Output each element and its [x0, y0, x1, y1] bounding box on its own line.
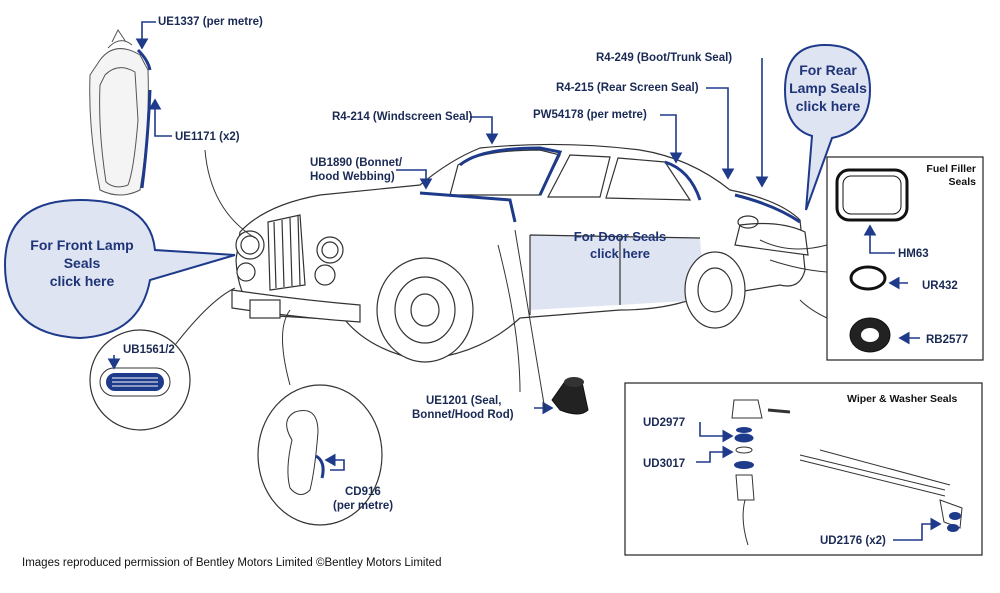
fuel-filler-title: Fuel Filler Seals — [920, 163, 976, 189]
front-lamp-link[interactable]: For Front Lamp Seals click here — [12, 236, 152, 290]
label-ue1201-line2: Bonnet/Hood Rod) — [412, 409, 514, 421]
label-cd916-line2: (per metre) — [333, 500, 394, 512]
front-lamp-link-line2[interactable]: Seals — [63, 255, 101, 271]
label-rb2577: RB2577 — [926, 334, 969, 346]
bonnet-webbing — [419, 191, 517, 223]
door-seals-link[interactable]: For Door Seals click here — [560, 228, 680, 262]
label-cd916-line1: CD916 — [345, 486, 381, 498]
label-ue1201-line1: UE1201 (Seal, — [426, 395, 502, 407]
rear-lamp-link[interactable]: For Rear Lamp Seals click here — [788, 61, 868, 115]
door-seals-link-line2[interactable]: click here — [590, 246, 650, 261]
label-hm63: HM63 — [898, 248, 929, 260]
leader-lines — [107, 21, 942, 541]
connector-lines — [204, 149, 828, 411]
wiper-parts — [731, 399, 963, 546]
front-lamp-bubble[interactable] — [3, 198, 236, 340]
front-lamp-link-line3[interactable]: click here — [49, 273, 115, 289]
label-r4-214: R4-214 (Windscreen Seal) — [332, 111, 473, 123]
rear-lamp-link-line2[interactable]: Lamp Seals — [789, 80, 867, 96]
label-ub1561: UB1561/2 — [123, 344, 175, 356]
label-ub1890-line2: Hood Webbing) — [310, 171, 395, 183]
rear-lamp-bubble[interactable] — [783, 43, 872, 211]
label-ue1337: UE1337 (per metre) — [158, 16, 263, 28]
car-seals — [419, 146, 801, 224]
rear-lamp-link-line3[interactable]: click here — [795, 98, 861, 114]
label-ue1171: UE1171 (x2) — [175, 131, 240, 143]
label-ur432: UR432 — [922, 280, 958, 292]
label-ud2977: UD2977 — [643, 417, 686, 429]
radiator-shell-illustration — [89, 29, 149, 196]
wiper-washer-title: Wiper & Washer Seals — [847, 393, 958, 405]
rear-lamp-link-line1[interactable]: For Rear — [799, 62, 857, 78]
copyright-footer: Images reproduced permission of Bentley … — [22, 557, 442, 569]
windscreen-seal — [459, 146, 563, 196]
rear-screen-seal — [664, 160, 702, 201]
ub1561-inset — [89, 287, 236, 431]
fuel-filler-title-line1: Fuel Filler — [926, 163, 976, 175]
label-ud3017: UD3017 — [643, 458, 686, 470]
ue1201-part — [551, 377, 589, 415]
fuel-filler-title-line2: Seals — [948, 176, 976, 188]
fuel-filler-parts — [835, 168, 909, 353]
ue1337-seal — [136, 48, 152, 71]
label-ub1890-line1: UB1890 (Bonnet/ — [310, 157, 403, 169]
front-lamp-link-line1[interactable]: For Front Lamp — [30, 237, 134, 253]
label-r4-249: R4-249 (Boot/Trunk Seal) — [596, 52, 733, 64]
cd916-inset — [257, 309, 383, 526]
door-seals-link-line1[interactable]: For Door Seals — [573, 229, 667, 244]
car-illustration — [231, 143, 809, 363]
label-r4-215: R4-215 (Rear Screen Seal) — [556, 82, 699, 94]
label-ud2176: UD2176 (x2) — [820, 535, 886, 547]
boot-seal — [734, 193, 801, 224]
label-pw54178: PW54178 (per metre) — [533, 109, 647, 121]
